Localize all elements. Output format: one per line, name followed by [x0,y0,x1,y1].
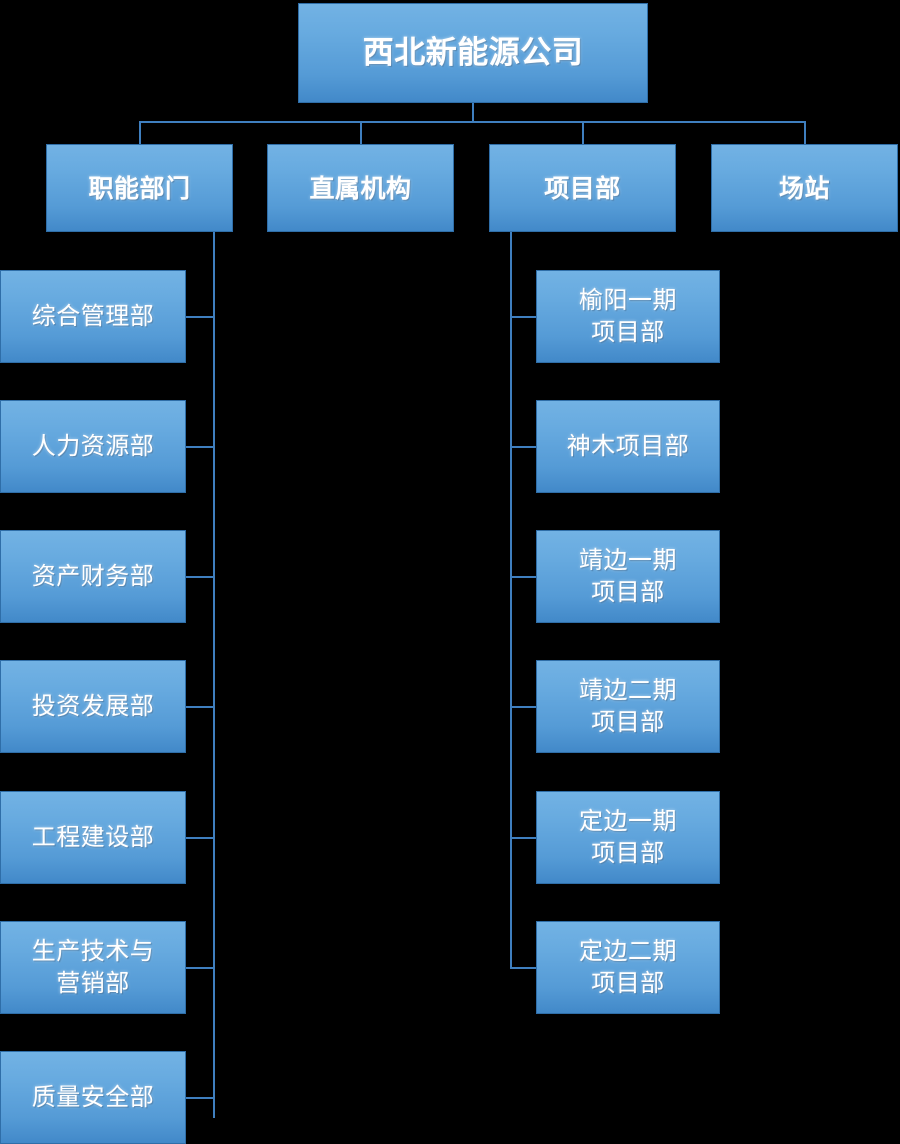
connector-project-stub-5 [510,837,537,839]
connector-bus-to-station [804,121,806,144]
org-node-dingbian-phase2[interactable]: 定边二期 项目部 [536,921,720,1014]
org-node-jingbian-phase2[interactable]: 靖边二期 项目部 [536,660,720,753]
connector-functional-stub-2 [186,446,215,448]
connector-project-stub-6 [510,967,537,969]
org-node-yuyang-phase1[interactable]: 榆阳一期 项目部 [536,270,720,363]
org-node-asset-finance-label: 资产财务部 [31,561,155,590]
connector-project-stub-3 [510,576,537,578]
connector-functional-stub-7 [186,1097,215,1099]
org-node-root[interactable]: 西北新能源公司 [298,3,648,103]
org-node-dingbian-phase1[interactable]: 定边一期 项目部 [536,791,720,884]
connector-project-stub-1 [510,316,537,318]
connector-bus-to-direct [360,121,362,144]
connector-bus-to-project [582,121,584,144]
org-node-engineering-construction[interactable]: 工程建设部 [0,791,186,884]
org-node-dingbian-phase2-label: 定边二期 项目部 [579,936,677,997]
connector-functional-stub-1 [186,316,215,318]
org-node-root-label: 西北新能源公司 [362,34,584,71]
org-node-human-resources[interactable]: 人力资源部 [0,400,186,493]
connector-root-drop [472,103,474,122]
connector-project-trunk [510,232,512,969]
org-node-quality-safety[interactable]: 质量安全部 [0,1051,186,1144]
org-node-jingbian-phase1[interactable]: 靖边一期 项目部 [536,530,720,623]
org-node-investment-development[interactable]: 投资发展部 [0,660,186,753]
connector-project-stub-2 [510,446,537,448]
org-node-investment-development-label: 投资发展部 [31,691,155,720]
org-node-shenmu[interactable]: 神木项目部 [536,400,720,493]
org-node-engineering-construction-label: 工程建设部 [31,822,155,851]
org-node-direct-institutions-label: 直属机构 [309,173,412,203]
org-node-direct-institutions[interactable]: 直属机构 [267,144,454,232]
connector-level2-bus [139,121,806,123]
org-node-quality-safety-label: 质量安全部 [31,1082,155,1111]
connector-project-stub-4 [510,706,537,708]
connector-functional-stub-6 [186,967,215,969]
connector-functional-stub-3 [186,576,215,578]
org-node-project-departments[interactable]: 项目部 [489,144,676,232]
org-node-project-departments-label: 项目部 [544,173,621,203]
connector-functional-stub-5 [186,837,215,839]
org-node-stations[interactable]: 场站 [711,144,898,232]
org-node-human-resources-label: 人力资源部 [31,431,155,460]
org-node-production-tech-marketing[interactable]: 生产技术与 营销部 [0,921,186,1014]
org-node-stations-label: 场站 [778,173,830,203]
connector-functional-stub-4 [186,706,215,708]
org-node-functional-departments[interactable]: 职能部门 [46,144,233,232]
org-node-jingbian-phase2-label: 靖边二期 项目部 [579,675,677,736]
org-node-general-management-label: 综合管理部 [31,301,155,330]
org-node-shenmu-label: 神木项目部 [566,431,690,460]
org-node-yuyang-phase1-label: 榆阳一期 项目部 [579,285,677,346]
org-node-jingbian-phase1-label: 靖边一期 项目部 [579,545,677,606]
connector-functional-trunk [213,232,215,1118]
org-node-asset-finance[interactable]: 资产财务部 [0,530,186,623]
org-node-dingbian-phase1-label: 定边一期 项目部 [579,806,677,867]
org-node-functional-departments-label: 职能部门 [88,173,191,203]
connector-bus-to-functional [139,121,141,144]
org-node-production-tech-marketing-label: 生产技术与 营销部 [31,936,155,997]
org-node-general-management[interactable]: 综合管理部 [0,270,186,363]
